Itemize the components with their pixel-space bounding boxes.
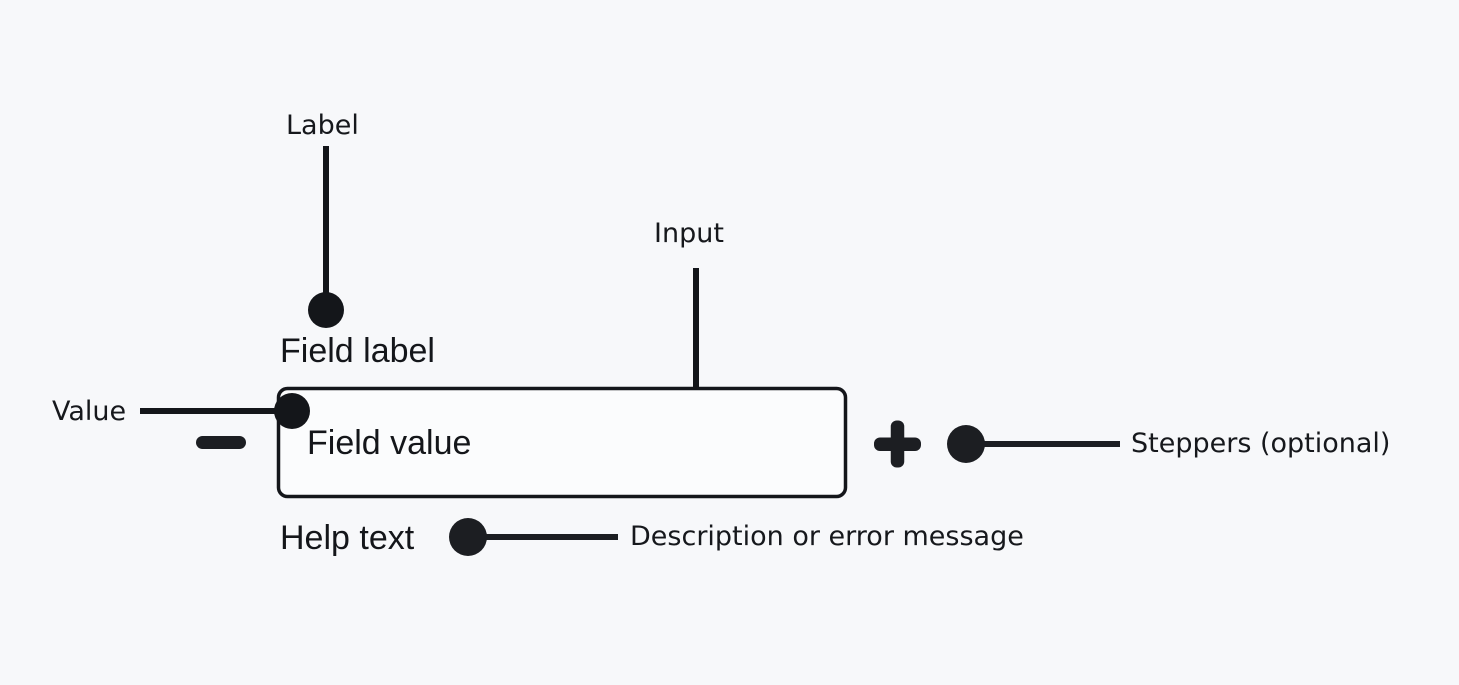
annotation-description: Description or error message xyxy=(630,521,1024,552)
steppers-callout-dot xyxy=(947,425,985,463)
help-text-label: Help text xyxy=(280,519,415,557)
field-input-box[interactable] xyxy=(276,386,848,499)
annotation-value: Value xyxy=(52,396,127,427)
plus-icon[interactable] xyxy=(874,420,921,468)
label-callout-dot xyxy=(308,292,344,328)
annotation-steppers: Steppers (optional) xyxy=(1131,428,1391,459)
field-label-text: Field label xyxy=(280,332,435,370)
annotation-input: Input xyxy=(654,218,724,249)
value-callout-dot xyxy=(274,393,310,429)
minus-icon[interactable] xyxy=(196,436,246,449)
field-value-text[interactable]: Field value xyxy=(307,424,472,462)
annotation-label: Label xyxy=(286,110,359,141)
help-text-callout-dot xyxy=(449,518,487,556)
